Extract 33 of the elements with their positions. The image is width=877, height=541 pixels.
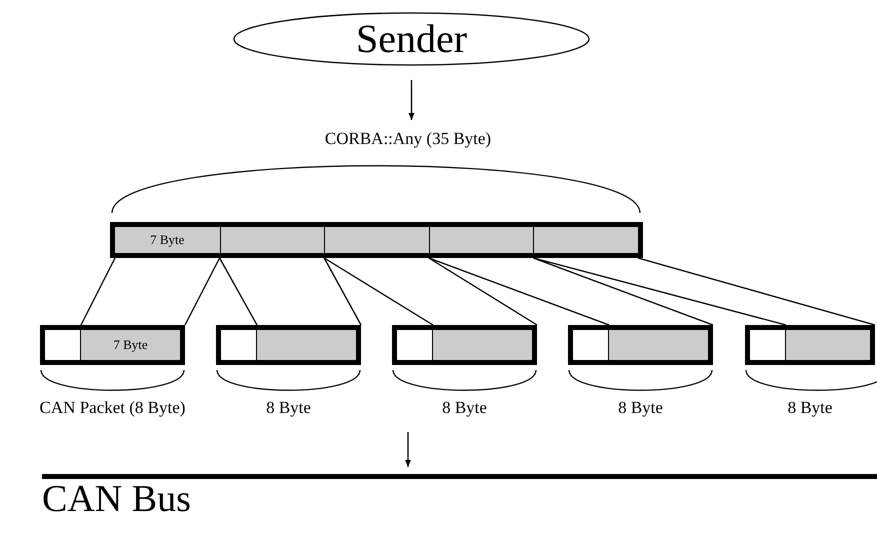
payload-cell <box>257 330 356 360</box>
payload-cell <box>220 227 324 253</box>
connector-line <box>324 258 362 326</box>
connector-line <box>219 258 258 326</box>
payload-cell <box>324 227 429 253</box>
node-label: Sender <box>356 19 468 59</box>
byte-label: 7 Byte <box>113 337 148 353</box>
payload-cell <box>433 330 532 360</box>
payload-cell <box>428 227 534 253</box>
data-bar <box>110 222 643 258</box>
connector-line <box>80 258 116 326</box>
arrow <box>408 80 414 120</box>
connector-line <box>324 257 434 326</box>
bus-label: CAN Bus <box>42 479 191 521</box>
connector-line <box>533 257 714 326</box>
packet-size-label: 8 Byte <box>442 398 487 418</box>
connector-line <box>638 257 876 326</box>
payload-cell <box>609 330 708 360</box>
packet-size-label: 8 Byte <box>788 398 832 418</box>
connector-line <box>428 257 538 326</box>
packet-size-label: CAN Packet (8 Byte) <box>40 398 186 418</box>
payload-cell <box>115 227 220 253</box>
payload-cell <box>81 330 180 360</box>
payload-cell <box>533 227 638 253</box>
connector-line <box>428 257 610 326</box>
connector-line <box>533 257 786 326</box>
payload-cell <box>786 330 870 360</box>
packet-size-label: 8 Byte <box>266 398 311 418</box>
byte-label: 7 Byte <box>150 232 184 248</box>
packet-size-label: 8 Byte <box>618 398 663 418</box>
arrow <box>405 432 411 467</box>
connector-line <box>184 258 220 326</box>
data-label: CORBA::Any (35 Byte) <box>324 129 492 149</box>
